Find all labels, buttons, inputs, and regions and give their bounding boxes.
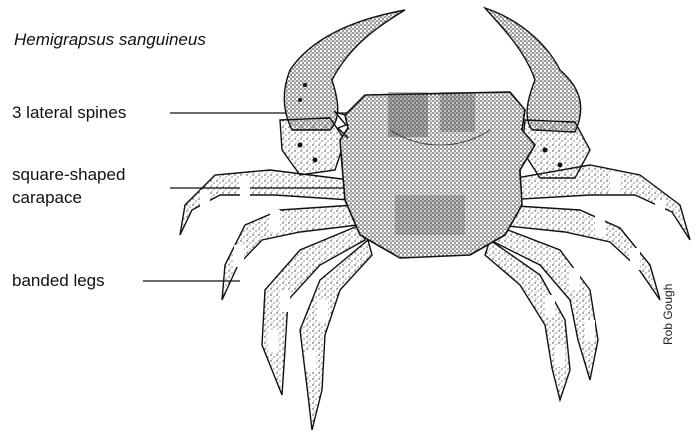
left-legs [180,170,372,430]
